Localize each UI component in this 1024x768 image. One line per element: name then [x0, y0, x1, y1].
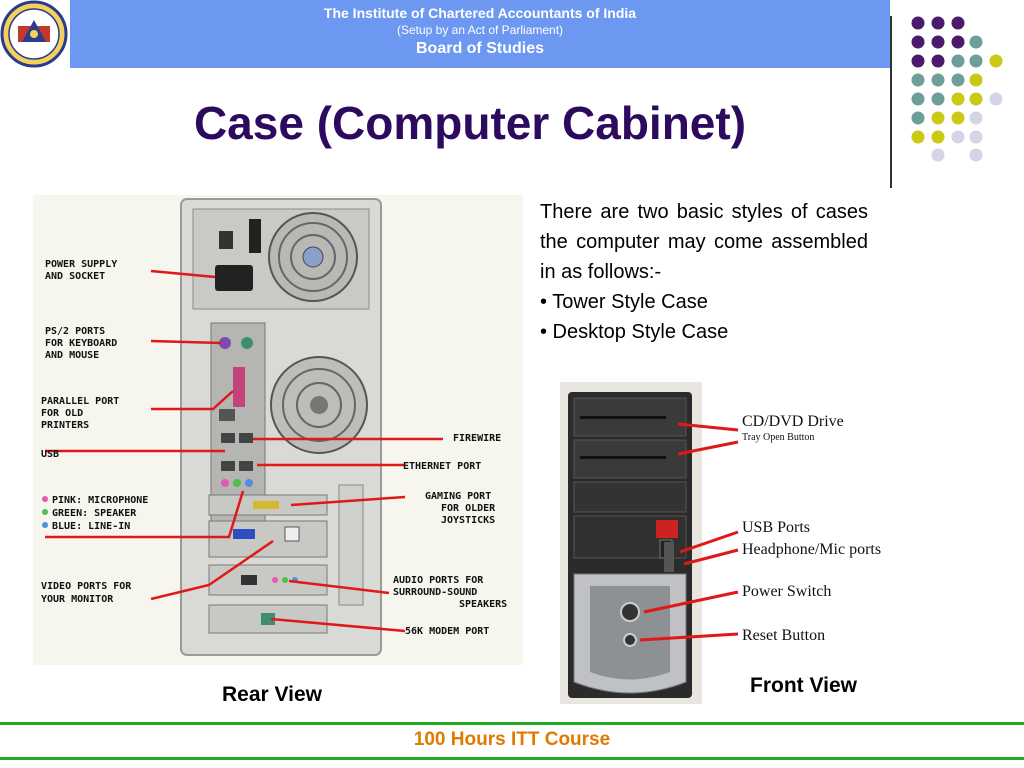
label-parallel-port: PARALLEL PORT [41, 396, 119, 407]
footer-rule-bottom [0, 757, 1024, 760]
header-band: The Institute of Chartered Accountants o… [70, 0, 890, 68]
label-usb-ports: USB Ports [742, 519, 810, 536]
front-view-caption: Front View [750, 674, 857, 697]
header-divider [890, 16, 892, 188]
label-gaming-older: FOR OLDER [441, 503, 496, 514]
label-ps2-mouse: AND MOUSE [45, 350, 99, 361]
rear-view-caption: Rear View [222, 683, 323, 706]
label-pink-microphone: PINK: MICROPHONE [52, 495, 148, 506]
intro-paragraph: There are two basic styles of cases the … [540, 201, 868, 283]
label-video-ports: VIDEO PORTS FOR [41, 581, 132, 592]
label-ps2-ports: PS/2 PORTS [45, 326, 105, 337]
slide-title: Case (Computer Cabinet) [193, 97, 747, 149]
decorative-dot-grid-icon [911, 16, 1003, 162]
label-audio-speakers: SPEAKERS [459, 599, 507, 610]
institute-subtitle: (Setup by an Act of Parliament) [396, 23, 564, 37]
label-audio-ports: AUDIO PORTS FOR [393, 575, 484, 586]
rear-view-diagram: POWER SUPPLY AND SOCKET PS/2 PORTS FOR K… [33, 195, 523, 665]
label-green-speaker: GREEN: SPEAKER [52, 508, 137, 519]
label-gaming-port: GAMING PORT [425, 491, 491, 502]
label-power-socket: AND SOCKET [45, 271, 105, 282]
label-parallel-printers: PRINTERS [41, 420, 89, 431]
bullet-tower-style: • Tower Style Case [540, 291, 708, 313]
footer-course-name: 100 Hours ITT Course [413, 729, 611, 750]
label-ps2-keyboard: FOR KEYBOARD [45, 338, 117, 349]
front-view-diagram: CD/DVD Drive Tray Open Button USB Ports … [560, 382, 881, 704]
label-firewire: FIREWIRE [453, 433, 501, 444]
icai-logo-icon [0, 0, 68, 68]
label-ethernet-port: ETHERNET PORT [403, 461, 481, 472]
description-text: There are two basic styles of cases the … [540, 197, 868, 347]
label-power-supply: POWER SUPPLY [45, 259, 117, 270]
label-headphone-mic: Headphone/Mic ports [742, 541, 881, 558]
label-gaming-joysticks: JOYSTICKS [441, 515, 495, 526]
bullet-desktop-style: • Desktop Style Case [540, 321, 729, 343]
label-blue-line-in: BLUE: LINE-IN [52, 521, 130, 532]
label-56k-modem: 56K MODEM PORT [405, 626, 489, 637]
label-parallel-old: FOR OLD [41, 408, 83, 419]
label-audio-surround: SURROUND-SOUND [393, 587, 477, 598]
label-usb: USB [41, 449, 59, 460]
label-tray-open-button: Tray Open Button [742, 432, 814, 443]
footer-rule-top [0, 722, 1024, 725]
label-power-switch: Power Switch [742, 583, 831, 600]
label-cd-dvd-drive: CD/DVD Drive [742, 413, 844, 430]
label-video-monitor: YOUR MONITOR [41, 594, 114, 605]
institute-name: The Institute of Chartered Accountants o… [323, 5, 637, 21]
label-reset-button: Reset Button [742, 627, 825, 644]
board-name: Board of Studies [415, 40, 544, 57]
